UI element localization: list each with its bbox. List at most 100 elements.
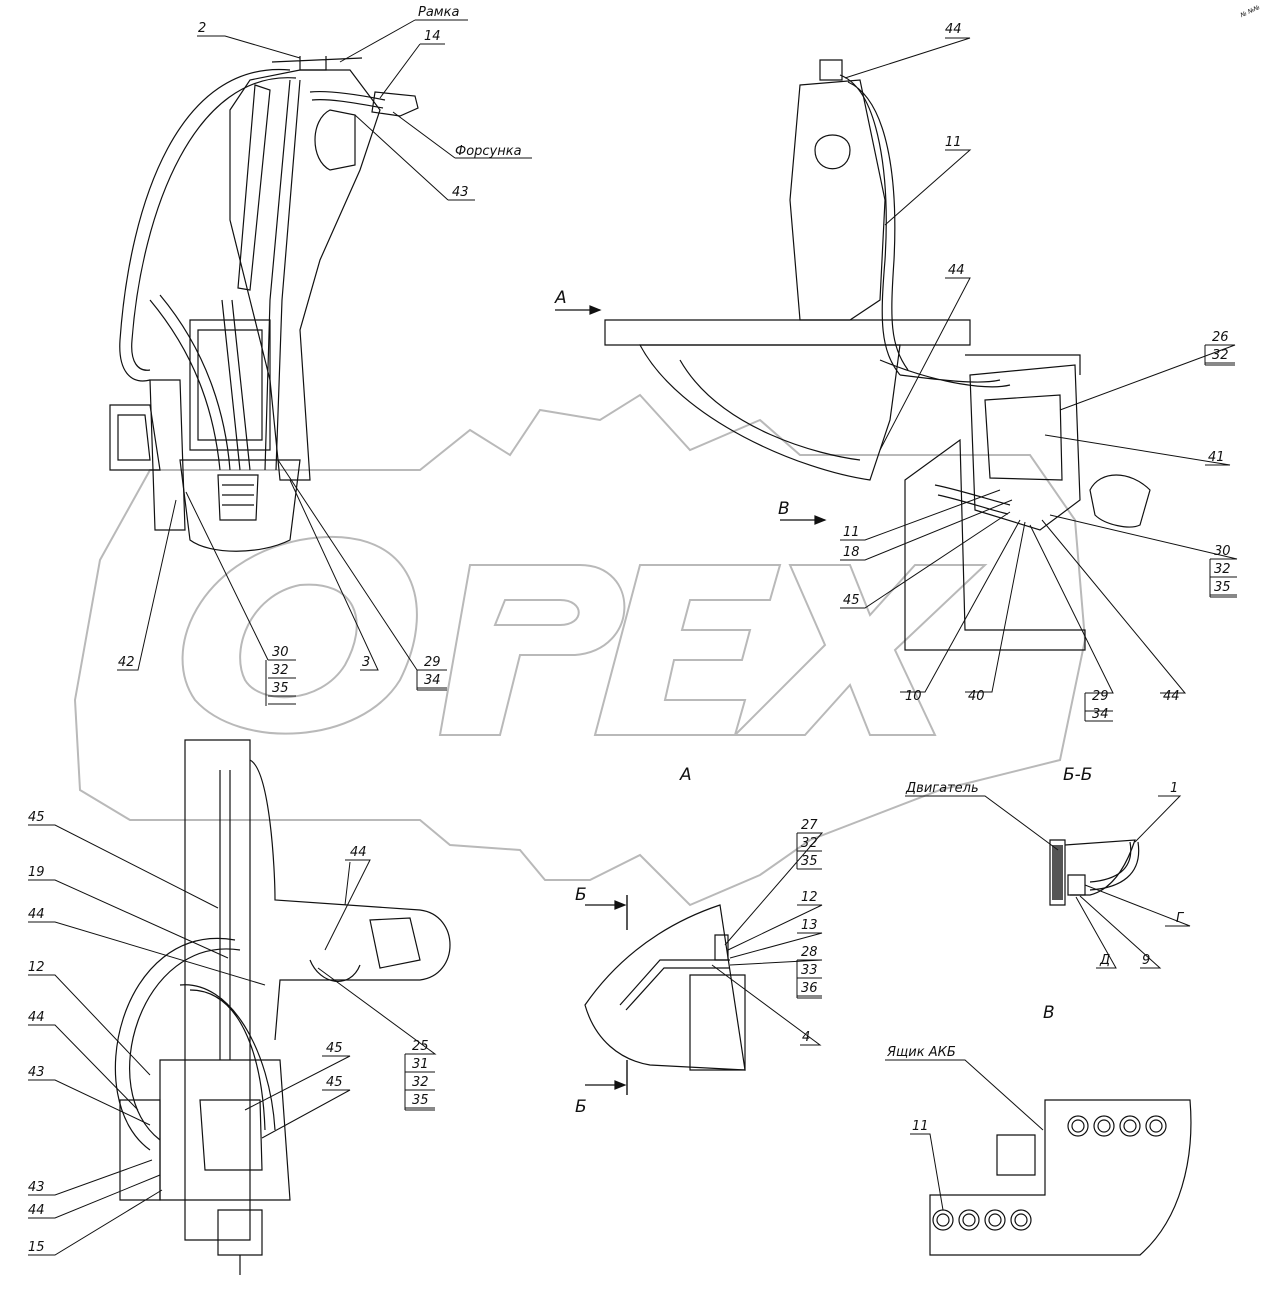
leader-lines [711, 832, 824, 1046]
callout: 45 [326, 1075, 343, 1090]
fuel-box [969, 364, 1081, 531]
mounting-plate [904, 438, 1086, 651]
callout: 43 [452, 185, 469, 200]
callout: 32 [272, 663, 289, 678]
frame-bracket [271, 56, 363, 71]
callout: Г [1176, 911, 1185, 926]
hose-1 [219, 770, 231, 1060]
pump-inner [199, 1099, 263, 1171]
filter-plate [149, 379, 186, 531]
bracket-block [996, 1134, 1036, 1176]
bracket-body [229, 69, 381, 481]
clamp-loop [309, 959, 361, 982]
hose-bundle-upper [1067, 1115, 1167, 1137]
pipe [619, 959, 730, 1011]
pipe-1 [1089, 841, 1140, 891]
leader-lines [117, 19, 532, 697]
injector-block [369, 917, 421, 969]
watermark-letter-o [181, 535, 418, 735]
callout: 32 [801, 836, 818, 851]
callout: 44 [945, 22, 962, 37]
callout: 36 [801, 981, 818, 996]
callout: 10 [905, 689, 922, 704]
callout: 32 [1214, 562, 1231, 577]
label-frame: Рамка [418, 5, 459, 20]
callout: 35 [801, 854, 818, 869]
callout: 29 [1092, 689, 1109, 704]
hose-to-injector [309, 90, 386, 109]
callout: 45 [843, 593, 860, 608]
filter-cup [217, 1209, 263, 1275]
pump-block [109, 404, 161, 471]
fuel-box-inner [984, 394, 1063, 481]
leader-lines [840, 37, 1238, 712]
callout: 44 [1163, 689, 1180, 704]
callout: 14 [424, 29, 441, 44]
callout: 18 [843, 545, 860, 560]
tank [179, 459, 301, 552]
callout: 45 [28, 810, 45, 825]
callout: 11 [843, 525, 860, 540]
callout: 31 [412, 1057, 429, 1072]
sheet-stamp: № №№ [1239, 4, 1262, 19]
leader-lines [885, 1059, 1044, 1211]
watermark-letter-e [593, 564, 782, 736]
callout: 4 [802, 1030, 810, 1045]
callout-underlines [265, 345, 1237, 1111]
pump-assembly [159, 1059, 291, 1201]
callout: 35 [272, 681, 289, 696]
fitting [714, 934, 729, 961]
callout: 19 [28, 865, 45, 880]
battery-box-outline [929, 1099, 1192, 1256]
section-bb [905, 795, 1191, 969]
callout: 43 [28, 1180, 45, 1195]
callout: 32 [412, 1075, 429, 1090]
engine-cylinder-a [814, 134, 851, 170]
label-battery-box: Ящик АКБ [886, 1045, 956, 1060]
section-arrows [585, 904, 623, 1086]
callout: 42 [118, 655, 135, 670]
housing [584, 904, 746, 1071]
engine-block [789, 79, 886, 321]
arrow-label-b-top: Б [575, 885, 587, 905]
callout: Д [1099, 953, 1110, 968]
hose-bundle-lower [932, 1209, 1032, 1231]
flywheel-ring [679, 359, 861, 461]
callout: 35 [412, 1093, 429, 1108]
callout: 12 [801, 890, 818, 905]
callout: 30 [272, 645, 289, 660]
view-top-left [109, 19, 532, 697]
bracket [249, 759, 451, 1041]
callout: 44 [948, 263, 965, 278]
flywheel-housing [638, 344, 901, 481]
callout: 43 [28, 1065, 45, 1080]
view-bottom-middle [584, 832, 824, 1095]
callout: 44 [28, 1203, 45, 1218]
plate-vertical [184, 739, 251, 1241]
side-block [119, 1099, 161, 1201]
bracket-1 [1064, 839, 1136, 896]
callout: 35 [1214, 580, 1231, 595]
side-tank [1089, 474, 1151, 528]
diagonal-hose [149, 294, 231, 471]
hose-2 [179, 984, 276, 1131]
filter-cup [217, 474, 259, 521]
view-v [885, 1059, 1192, 1256]
section-title-bb: Б-Б [1063, 765, 1092, 785]
view-title-v: В [1043, 1003, 1055, 1023]
leader-lines [905, 795, 1191, 969]
strap [237, 84, 271, 291]
callout: 44 [28, 1010, 45, 1025]
callout: 1 [1170, 781, 1178, 796]
callout: 34 [424, 673, 441, 688]
callout: 30 [1214, 544, 1231, 559]
callout: 26 [1212, 330, 1229, 345]
callout: 33 [801, 963, 818, 978]
view-title-a: A [679, 765, 692, 785]
large-hose-loop-inner [131, 77, 297, 371]
injector-top [819, 59, 843, 81]
callout: 13 [801, 918, 818, 933]
view-bottom-left [28, 739, 451, 1275]
pump-housing [189, 319, 271, 451]
